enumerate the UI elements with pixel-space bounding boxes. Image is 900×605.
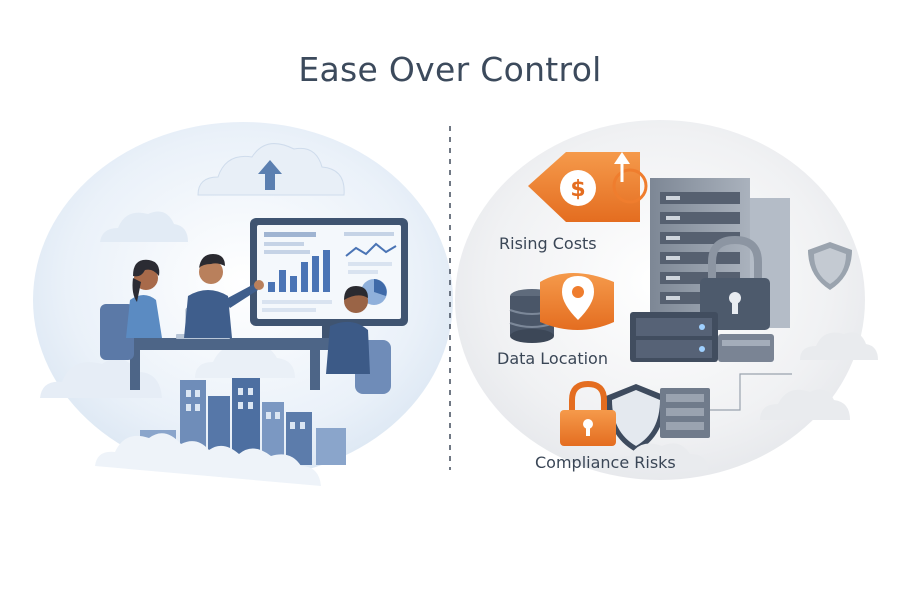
- monitor-line-chart: [345, 242, 397, 257]
- person-presenter: [184, 254, 264, 338]
- monitor-bar-chart: [268, 250, 330, 292]
- person-seated: [326, 286, 391, 394]
- monitor: [250, 218, 408, 340]
- meeting-table: [112, 338, 342, 350]
- person-woman: [100, 259, 162, 360]
- dollar-price-tag-icon: $: [528, 152, 648, 222]
- right-panel: $: [455, 120, 878, 480]
- cloud-bottom-mid: [195, 344, 295, 378]
- server-small: [660, 388, 710, 438]
- map-pin-icon: [540, 273, 614, 330]
- label-data-location: Data Location: [497, 349, 608, 368]
- cloud-right: [610, 332, 878, 470]
- connector-line: [710, 373, 792, 411]
- cloud-left: [100, 211, 188, 242]
- cloud-upload-icon: [258, 160, 282, 190]
- label-rising-costs: Rising Costs: [499, 234, 597, 253]
- left-panel: [33, 122, 453, 486]
- shield-icon: [808, 242, 852, 290]
- server-units: [630, 312, 774, 362]
- padlock-shield-icon: [560, 380, 666, 452]
- svg-text:$: $: [570, 177, 585, 202]
- label-compliance-risks: Compliance Risks: [535, 453, 676, 472]
- cloud-bottom: [95, 433, 321, 486]
- up-arrow-icon: [614, 152, 630, 182]
- page-title: Ease Over Control: [298, 50, 602, 89]
